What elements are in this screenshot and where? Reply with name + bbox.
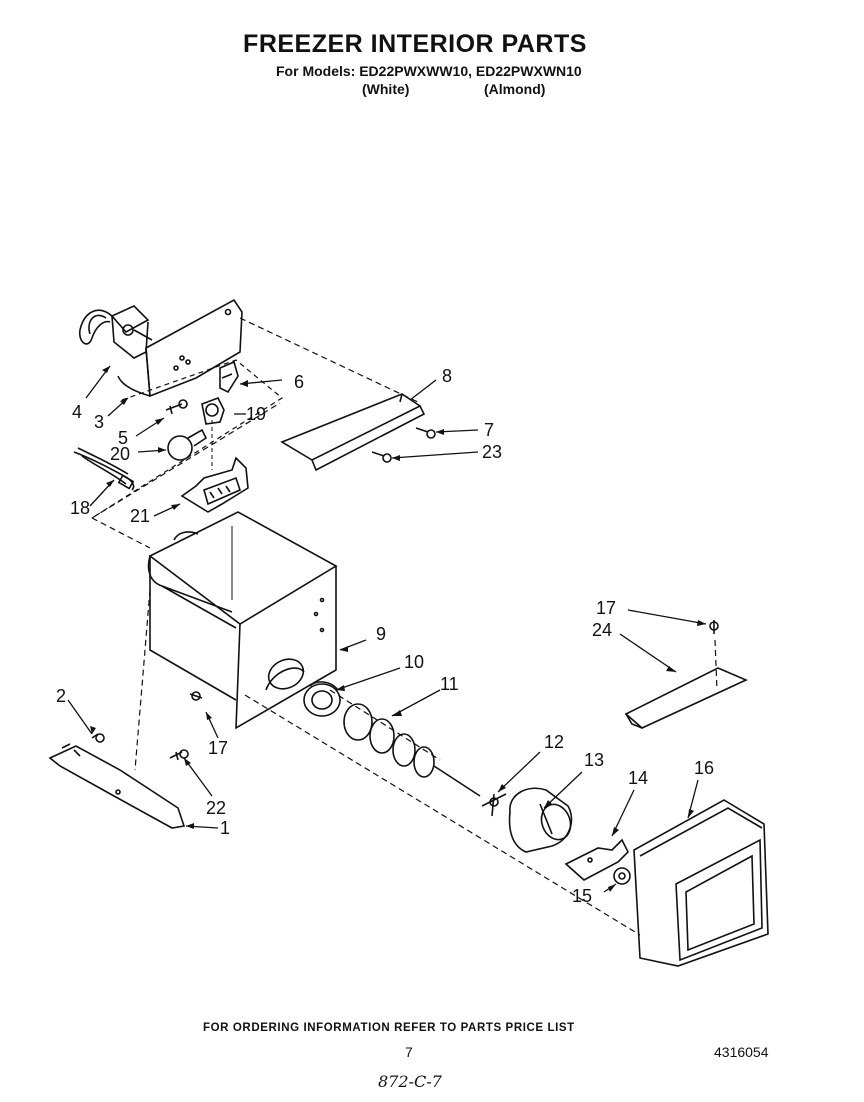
callout-3: 3: [94, 412, 104, 432]
crusher-part-13: [508, 787, 573, 853]
callout-10: 10: [404, 652, 424, 672]
screw-part-22: [169, 749, 189, 761]
front-cover-part-16: [633, 799, 769, 967]
callout-6: 6: [294, 372, 304, 392]
shelf-strip-part-24: [624, 667, 748, 729]
callout-2: 2: [56, 686, 66, 706]
cover-plate-part-8: [280, 393, 426, 472]
screw-part-17-lower: [189, 691, 203, 701]
motor-bracket-part-3: [117, 298, 243, 398]
auger-collar-part-10: [303, 681, 341, 717]
clip-part-6: [219, 360, 239, 394]
callout-9: 9: [376, 624, 386, 644]
light-bulb-part-20: [167, 420, 213, 470]
callout-7: 7: [484, 420, 494, 440]
screw-part-23: [371, 451, 392, 463]
color-white-label: (White): [362, 81, 410, 97]
callout-20: 20: [110, 444, 130, 464]
callout-1: 1: [220, 818, 230, 838]
callout-21: 21: [130, 506, 150, 526]
support-rail-part-1: [48, 743, 186, 829]
assembly-guide-lines: [91, 317, 718, 936]
ordering-note: FOR ORDERING INFORMATION REFER TO PARTS …: [203, 1022, 575, 1034]
light-shield-part-21: [180, 456, 249, 513]
callout-15: 15: [572, 886, 592, 906]
wire-harness-part-18: [73, 447, 135, 491]
leader-arrowheads: [90, 366, 706, 892]
callout-14: 14: [628, 768, 648, 788]
callout-numbers: 4 3 5 6 19 20 18 21 8 7 23 9 10 11 12 13…: [56, 366, 714, 906]
handwritten-code: 872-C-7: [378, 1072, 442, 1091]
callout-23: 23: [482, 442, 502, 462]
callout-22: 22: [206, 798, 226, 818]
agitator-part-12: [481, 793, 507, 817]
color-almond-label: (Almond): [484, 81, 546, 97]
callout-17-upper: 17: [596, 598, 616, 618]
callout-17-lower: 17: [208, 738, 228, 758]
auger-coil-part-11: [343, 703, 481, 797]
callout-24: 24: [592, 620, 612, 640]
page-number: 7: [405, 1044, 413, 1060]
nut-part-15: [613, 867, 631, 885]
callout-4: 4: [72, 402, 82, 422]
callout-11: 11: [440, 674, 459, 694]
models-line: For Models: ED22PWXWW10, ED22PWXWN10: [276, 63, 582, 79]
ice-bin-housing-part-9: [147, 511, 338, 730]
screw-part-2: [91, 733, 105, 743]
callout-8: 8: [442, 366, 452, 386]
screw-part-7: [415, 427, 436, 439]
document-number: 4316054: [714, 1044, 769, 1060]
lamp-socket-part-19: [201, 396, 225, 425]
callout-18: 18: [70, 498, 90, 518]
screw-part-5: [165, 399, 188, 415]
page-title: FREEZER INTERIOR PARTS: [243, 30, 587, 58]
callout-13: 13: [584, 750, 604, 770]
callout-19: 19: [246, 404, 266, 424]
callout-16: 16: [694, 758, 714, 778]
callout-12: 12: [544, 732, 564, 752]
fan-motor-part-4: [78, 305, 153, 359]
screw-part-17-upper: [709, 620, 719, 634]
callout-5: 5: [118, 428, 128, 448]
bracket-part-14: [564, 838, 629, 881]
